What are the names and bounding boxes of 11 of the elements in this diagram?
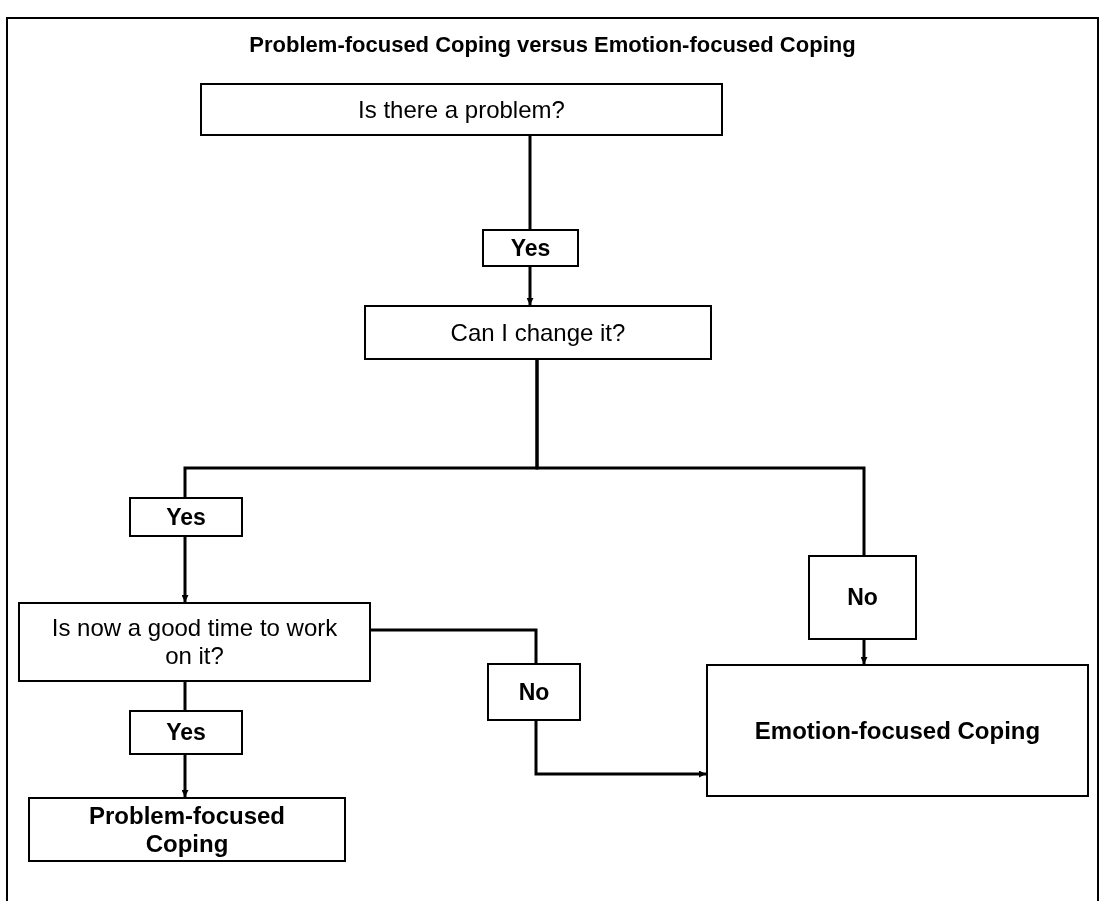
edge-label: Yes xyxy=(129,710,243,755)
edge-label: No xyxy=(487,663,581,721)
edge-label: Yes xyxy=(129,497,243,537)
process-box: Emotion-focused Coping xyxy=(706,664,1089,797)
process-box: Can I change it? xyxy=(364,305,712,360)
process-box: Problem-focused Coping xyxy=(28,797,346,862)
edge-label: Yes xyxy=(482,229,579,267)
process-box: Is now a good time to work on it? xyxy=(18,602,371,682)
edge-label: No xyxy=(808,555,917,640)
process-box: Is there a problem? xyxy=(200,83,723,136)
diagram-title: Problem-focused Coping versus Emotion-focused Coping xyxy=(248,32,857,58)
